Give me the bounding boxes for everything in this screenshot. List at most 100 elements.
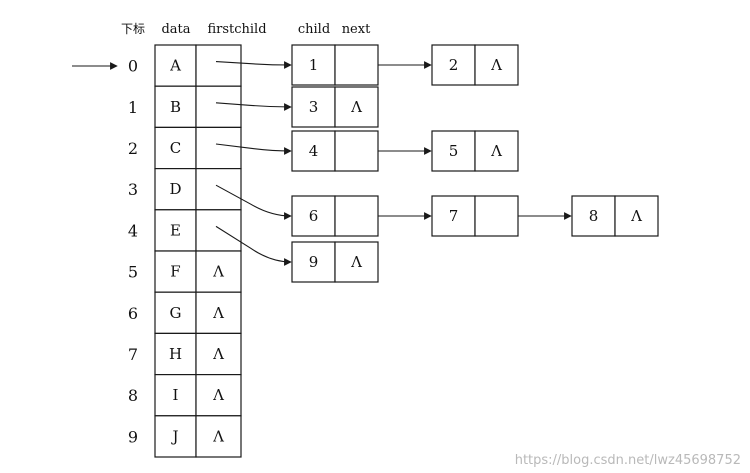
firstchild-cell [195, 415, 242, 458]
null-pointer-mark: Λ [350, 98, 362, 116]
next-field [334, 241, 379, 283]
row-index: 6 [128, 304, 138, 323]
null-pointer-mark: Λ [212, 304, 224, 322]
firstchild-cell [195, 209, 242, 252]
firstchild-cell [195, 291, 242, 335]
header-next: next [342, 22, 371, 37]
data-cell [154, 85, 197, 128]
data-cell-label: C [170, 139, 181, 157]
array-row: 5 F Λ [128, 250, 242, 293]
data-cell-label: E [170, 221, 181, 239]
child-node: 4 [291, 130, 379, 172]
child-field [571, 195, 616, 237]
header-child: child [298, 22, 330, 37]
firstchild-cell [195, 250, 242, 293]
array-row: 9 J Λ [128, 415, 242, 458]
row-index: 9 [128, 427, 138, 446]
child-node-label: 3 [309, 98, 319, 116]
array-row: 6 G Λ [128, 291, 242, 335]
next-field [334, 195, 379, 237]
null-pointer-mark: Λ [212, 345, 224, 363]
data-cell-label: I [173, 386, 179, 404]
row-index: 8 [128, 386, 138, 405]
child-node-label: 2 [449, 56, 459, 74]
data-cell-label: H [169, 345, 182, 363]
null-pointer-mark: Λ [350, 253, 362, 271]
child-field [291, 44, 336, 86]
data-cell-label: G [170, 304, 182, 322]
child-field [431, 195, 476, 237]
firstchild-pointer-arrow [215, 61, 292, 69]
firstchild-pointer-arrow [215, 143, 292, 155]
child-node: 1 [291, 44, 379, 86]
row-index: 5 [128, 263, 138, 282]
data-cell [154, 168, 197, 211]
next-field [474, 195, 519, 237]
null-pointer-mark: Λ [490, 56, 502, 74]
next-field [474, 44, 519, 86]
data-cell-label: J [170, 427, 178, 445]
row-index: 7 [128, 345, 138, 364]
child-node-label: 9 [309, 253, 319, 271]
child-node-label: 1 [309, 56, 319, 74]
null-pointer-mark: Λ [212, 263, 224, 281]
array-row: 8 I Λ [128, 374, 242, 417]
firstchild-pointer-arrow [215, 102, 292, 111]
row-index: 0 [128, 57, 138, 76]
firstchild-pointer-arrow [215, 184, 292, 220]
data-cell-label: F [170, 263, 180, 281]
data-cell-label: A [169, 57, 181, 75]
firstchild-cell [195, 332, 242, 376]
firstchild-cell [195, 85, 242, 128]
row-index: 3 [128, 180, 138, 199]
null-pointer-mark: Λ [630, 207, 642, 225]
child-node: 6 [291, 195, 379, 237]
firstchild-cell [195, 44, 242, 87]
firstchild-cell [195, 168, 242, 211]
child-node-label: 6 [309, 207, 319, 225]
next-field [334, 86, 379, 128]
child-node-label: 4 [309, 142, 319, 160]
data-cell [154, 415, 197, 458]
data-cell [154, 374, 197, 417]
child-field [291, 241, 336, 283]
header-data: data [161, 22, 190, 37]
firstchild-cell [195, 126, 242, 170]
firstchild-cell [195, 374, 242, 417]
child-field [291, 86, 336, 128]
null-pointer-mark: Λ [212, 427, 224, 445]
child-node: 7 [431, 195, 519, 237]
watermark: https://blog.csdn.net/lwz45698752 [515, 453, 741, 468]
child-field [431, 44, 476, 86]
next-field [334, 130, 379, 172]
data-cell [154, 291, 197, 335]
data-cell-label: D [169, 180, 181, 198]
child-node-label: 7 [449, 207, 459, 225]
header-firstchild: firstchild [207, 22, 266, 37]
data-cell-label: B [170, 98, 181, 116]
child-node-label: 8 [589, 207, 599, 225]
child-field [291, 130, 336, 172]
next-field [334, 44, 379, 86]
row-index: 4 [128, 221, 138, 240]
null-pointer-mark: Λ [212, 386, 224, 404]
firstchild-pointer-arrow [215, 225, 292, 266]
header-index: 下标 [121, 22, 145, 36]
row-index: 1 [128, 98, 138, 117]
array-row: 7 H Λ [128, 332, 242, 376]
row-index: 2 [128, 139, 138, 158]
null-pointer-mark: Λ [490, 142, 502, 160]
